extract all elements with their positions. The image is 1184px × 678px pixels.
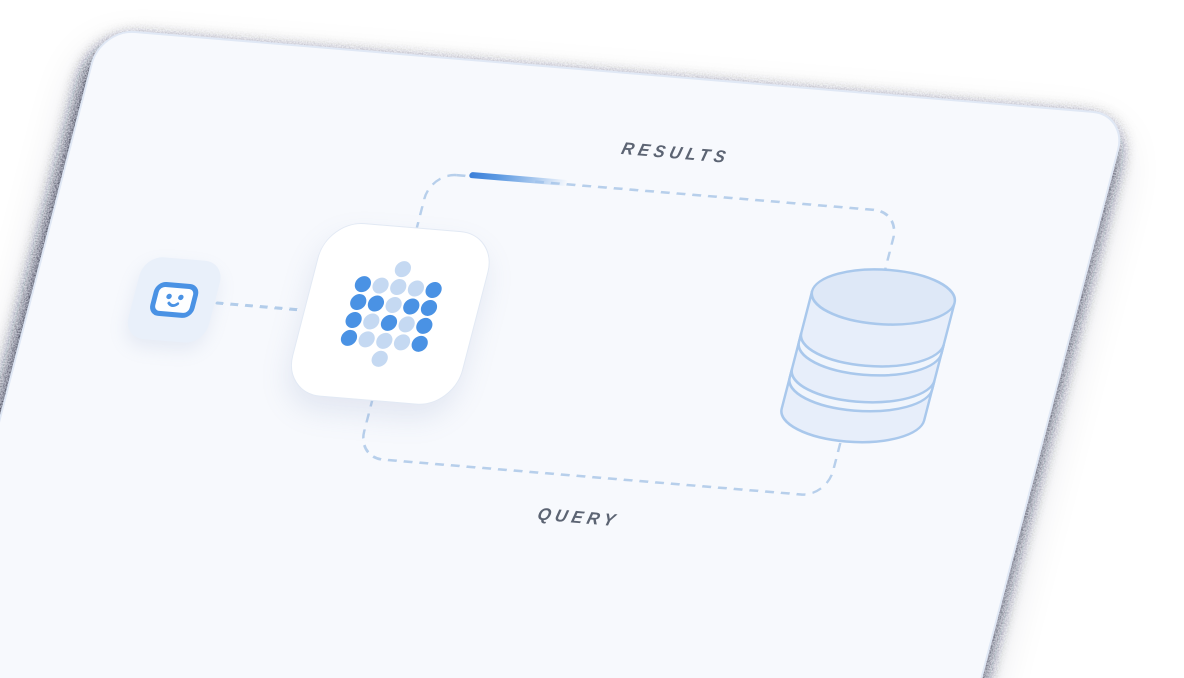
agent-tile xyxy=(123,255,226,345)
dot xyxy=(374,332,395,350)
dot xyxy=(409,335,430,353)
robot-face-icon xyxy=(150,281,199,318)
dot xyxy=(388,278,409,296)
dot xyxy=(356,330,377,349)
dot xyxy=(419,299,439,317)
dot xyxy=(414,317,435,335)
dot xyxy=(406,279,426,298)
dot xyxy=(396,315,417,334)
dot xyxy=(361,312,382,331)
dot xyxy=(339,329,359,347)
dot-grid xyxy=(334,258,448,371)
dot xyxy=(383,296,404,314)
dot xyxy=(401,297,422,316)
dot xyxy=(348,293,369,311)
dot xyxy=(366,294,386,313)
dot xyxy=(352,275,373,293)
dot xyxy=(370,276,391,295)
database-icon xyxy=(780,268,957,444)
dot xyxy=(392,333,412,351)
dot xyxy=(379,314,399,332)
dot xyxy=(392,260,413,278)
dot xyxy=(343,311,364,329)
dot xyxy=(369,350,390,368)
dot xyxy=(423,281,444,299)
